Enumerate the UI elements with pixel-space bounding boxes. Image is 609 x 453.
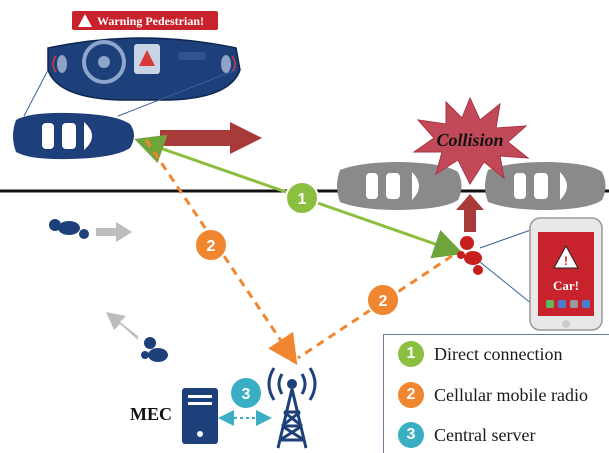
svg-text:3: 3 xyxy=(242,386,251,403)
driving-direction-arrow xyxy=(160,122,262,154)
legend-number-3: 3 xyxy=(398,422,424,448)
pedestrian-left xyxy=(49,219,89,239)
cellular-link-pedestrian xyxy=(297,254,453,360)
cell-tower-icon xyxy=(267,367,317,449)
svg-text:1: 1 xyxy=(298,191,307,208)
legend-item-cellular: 2 Cellular mobile radio xyxy=(398,381,588,409)
legend-item-server: 3 Central server xyxy=(398,421,535,449)
legend-label-cellular: Cellular mobile radio xyxy=(434,384,588,405)
warning-triangle-icon xyxy=(139,50,155,66)
gray-car-right xyxy=(485,162,606,210)
marker-cellular-top: 2 xyxy=(194,228,228,262)
phone-alert-text: Car! xyxy=(553,278,579,293)
legend: 1 Direct connection 2 Cellular mobile ra… xyxy=(383,334,609,453)
collision-up-arrow xyxy=(456,194,484,232)
legend-label-server: Central server xyxy=(434,424,536,445)
legend-number-1: 1 xyxy=(398,341,424,367)
gray-car-left xyxy=(337,162,462,210)
connected-car xyxy=(13,112,134,160)
pedestrian-bottom-arrow xyxy=(106,312,138,340)
warning-banner-icon xyxy=(78,14,92,27)
svg-text:2: 2 xyxy=(207,238,216,255)
phone-warning-icon xyxy=(553,244,579,269)
warning-banner xyxy=(72,11,218,30)
marker-server: 3 xyxy=(229,376,263,410)
pedestrian-bottom xyxy=(141,337,168,362)
mec-label: MEC xyxy=(130,404,172,424)
smartphone: ! Car! xyxy=(529,217,603,331)
dashboard-view xyxy=(47,37,241,101)
pedestrian-left-arrow xyxy=(96,222,132,242)
warning-banner-text: Warning Pedestrian! xyxy=(97,14,204,28)
marker-direct: 1 xyxy=(285,181,319,215)
pedestrian-at-risk xyxy=(457,236,483,275)
svg-text:!: ! xyxy=(564,254,568,268)
collision-label: Collision xyxy=(436,130,503,150)
collision-star xyxy=(412,96,530,186)
legend-number-2: 2 xyxy=(398,382,424,408)
legend-label-direct: Direct connection xyxy=(434,343,563,364)
marker-cellular-bottom: 2 xyxy=(366,283,400,317)
svg-text:2: 2 xyxy=(379,293,388,310)
legend-item-direct: 1 Direct connection xyxy=(398,340,562,368)
